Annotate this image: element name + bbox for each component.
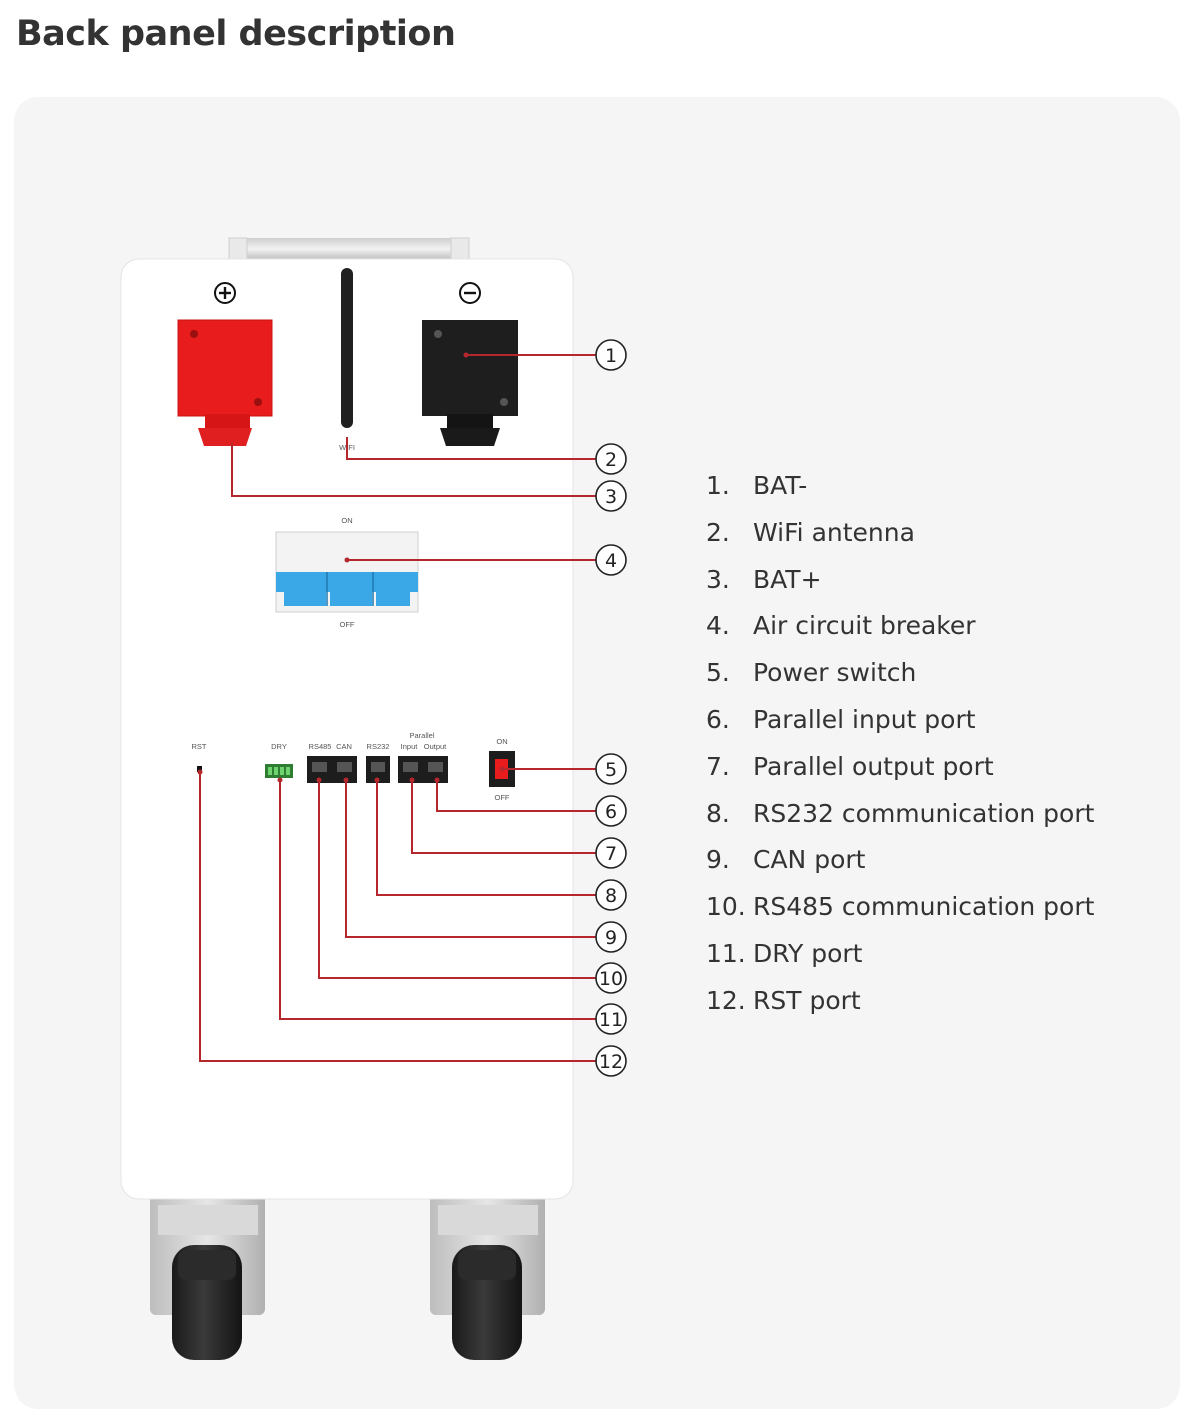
legend-text: Parallel output port	[753, 751, 994, 781]
callout-9: 9	[595, 921, 627, 953]
svg-text:5: 5	[605, 759, 617, 781]
legend-number: 6.	[706, 704, 730, 734]
legend-item: 12.RST port	[706, 978, 1094, 1025]
legend-text: RS232 communication port	[753, 798, 1095, 828]
leader-line-6	[436, 780, 596, 812]
callout-8: 8	[595, 879, 627, 911]
leader-line-12	[199, 772, 596, 1062]
legend-number: 5.	[706, 658, 730, 688]
legend-item: 4. Air circuit breaker	[706, 603, 1094, 650]
battery-back-panel	[120, 258, 574, 1200]
callout-1: 1	[595, 339, 627, 371]
svg-text:4: 4	[605, 550, 617, 572]
legend-number: 10.	[706, 892, 746, 922]
leader-line-9	[345, 780, 596, 938]
breaker-off-label: OFF	[340, 620, 355, 629]
legend-text: Power switch	[753, 658, 917, 688]
legend-item: 2. WiFi antenna	[706, 510, 1094, 557]
legend-number: 4.	[706, 611, 730, 641]
legend-number: 7.	[706, 751, 730, 781]
legend-text: BAT-	[753, 471, 808, 500]
leader-line-2	[346, 437, 596, 460]
legend-number: 2.	[706, 517, 730, 547]
callout-2: 2	[595, 443, 627, 475]
leader-line-10	[318, 780, 596, 979]
callout-4: 4	[595, 544, 627, 576]
svg-text:2: 2	[605, 449, 617, 471]
svg-text:3: 3	[605, 486, 617, 508]
legend-item: 6. Parallel input port	[706, 697, 1094, 744]
bat-minus-terminal[interactable]	[422, 320, 518, 446]
legend-item: 9. CAN port	[706, 837, 1094, 884]
callout-3: 3	[595, 480, 627, 512]
legend-item: 1. BAT-	[706, 463, 1094, 510]
parallel-label: Parallel	[409, 731, 434, 740]
dry-port[interactable]	[265, 764, 293, 778]
bat-plus-terminal[interactable]	[177, 319, 273, 446]
callout-5: 5	[595, 753, 627, 785]
leader-line-3	[231, 443, 596, 497]
callout-7: 7	[595, 837, 627, 869]
svg-text:10: 10	[599, 968, 623, 990]
legend-text: DRY port	[753, 938, 863, 968]
svg-text:6: 6	[605, 801, 617, 823]
legend-number: 1.	[706, 471, 730, 500]
legend-item: 7. Parallel output port	[706, 744, 1094, 791]
rst-port[interactable]	[197, 766, 202, 772]
legend-number: 9.	[706, 845, 730, 875]
legend-item: 8. RS232 communication port	[706, 791, 1094, 838]
legend-text: Air circuit breaker	[753, 611, 976, 641]
legend-item: 5. Power switch	[706, 650, 1094, 697]
switch-off-label: OFF	[495, 793, 510, 802]
svg-text:1: 1	[605, 345, 617, 367]
legend-text: WiFi antenna	[753, 517, 915, 547]
legend-number: 12.	[706, 985, 746, 1015]
dry-label: DRY	[271, 742, 287, 751]
legend-number: 8.	[706, 798, 730, 828]
callout-10: 10	[595, 962, 627, 994]
callout-markers: 1 2 3 4 5 6 7 8 9 10 11 12	[595, 339, 627, 1077]
air-circuit-breaker[interactable]	[275, 531, 419, 613]
legend-number: 11.	[706, 938, 746, 968]
leader-line-8	[376, 780, 596, 896]
input-label: Input	[401, 742, 419, 751]
legend-item: 10.RS485 communication port	[706, 884, 1094, 931]
plus-symbol-icon	[214, 282, 236, 304]
svg-text:12: 12	[599, 1051, 623, 1073]
callout-12: 12	[595, 1045, 627, 1077]
leader-line-11	[279, 780, 596, 1020]
svg-text:9: 9	[605, 927, 617, 949]
legend-text: CAN port	[753, 845, 866, 875]
leader-line-7	[411, 780, 596, 854]
callout-6: 6	[595, 795, 627, 827]
legend-text: BAT+	[753, 564, 822, 594]
legend-text: RST port	[753, 985, 861, 1015]
legend-item: 11.DRY port	[706, 931, 1094, 978]
caster-wheel-left	[150, 1195, 265, 1360]
minus-symbol-icon	[459, 282, 481, 304]
svg-text:7: 7	[605, 843, 617, 865]
callout-11: 11	[595, 1003, 627, 1035]
legend-number: 3.	[706, 564, 730, 594]
svg-text:11: 11	[599, 1009, 623, 1031]
svg-text:8: 8	[605, 885, 617, 907]
leader-lines	[199, 354, 596, 1062]
leader-dots	[197, 352, 505, 783]
wifi-antenna	[341, 268, 353, 428]
caster-wheel-right	[430, 1195, 545, 1360]
page-title: Back panel description	[16, 14, 456, 54]
legend-item: 3. BAT+	[706, 557, 1094, 604]
rs232-label: RS232	[367, 742, 390, 751]
legend-text: Parallel input port	[753, 704, 976, 734]
carry-handle	[228, 237, 470, 263]
breaker-on-label: ON	[341, 516, 352, 525]
rst-label: RST	[192, 742, 207, 751]
output-label: Output	[424, 742, 447, 751]
rs485-label: RS485	[309, 742, 332, 751]
can-label: CAN	[336, 742, 352, 751]
legend-text: RS485 communication port	[753, 892, 1095, 922]
legend-list: 1. BAT- 2. WiFi antenna 3. BAT+ 4. Air circu…	[706, 463, 1094, 1025]
switch-on-label: ON	[496, 737, 507, 746]
